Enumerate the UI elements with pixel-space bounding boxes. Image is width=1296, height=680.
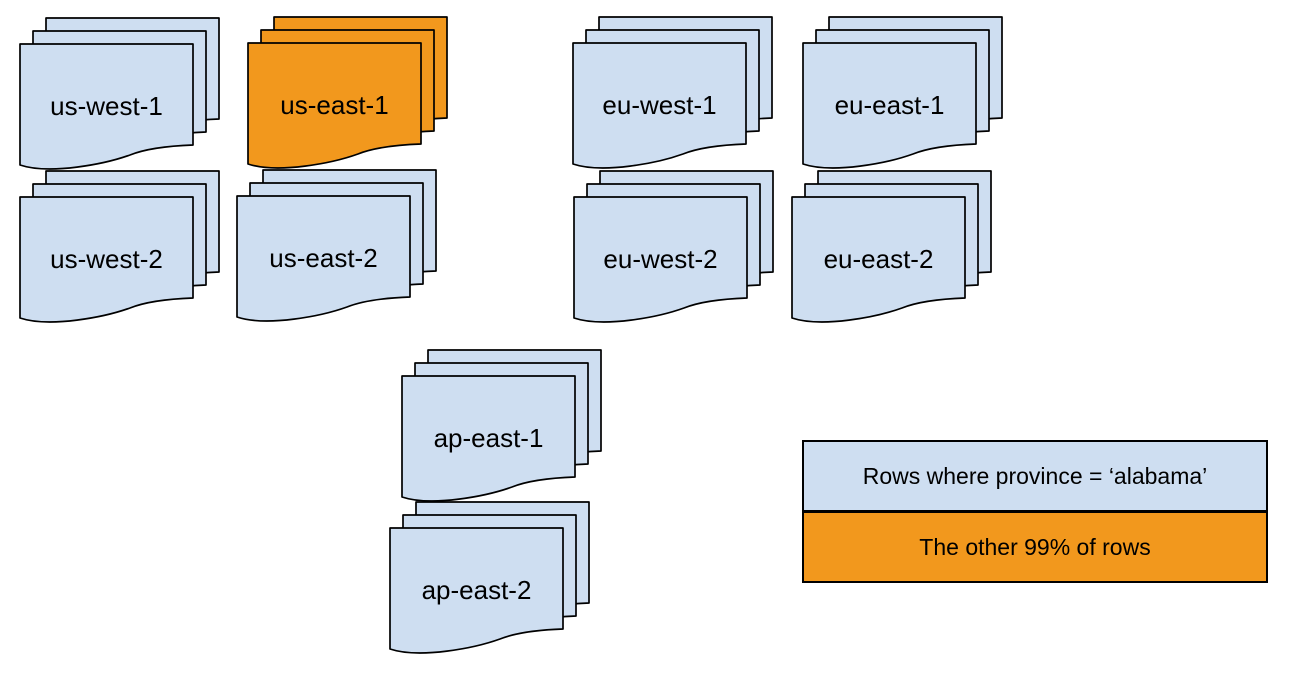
document-stack-icon: [572, 16, 773, 169]
document-shape: [791, 196, 966, 323]
document-shape: [247, 42, 422, 169]
region-label: ap-east-1: [433, 423, 544, 453]
document-stack-icon: [19, 17, 220, 170]
document-shape: [19, 43, 194, 170]
legend-label: Rows where province = ‘alabama’: [862, 462, 1208, 489]
region-stack-eu-west-1: eu-west-1: [571, 15, 776, 175]
document-shape: [389, 527, 564, 654]
document-stack-icon: [791, 170, 992, 323]
region-stack-us-east-1: us-east-1: [246, 15, 451, 175]
document-stack-icon: [19, 170, 220, 323]
region-stack-eu-west-2: eu-west-2: [572, 169, 777, 329]
document-stack-icon: [802, 16, 1003, 169]
document-shape: [572, 42, 747, 169]
legend-row-alabama-rows: Rows where province = ‘alabama’: [804, 442, 1266, 510]
document-stack-icon: [573, 170, 774, 323]
document-shape: [401, 375, 576, 502]
region-label: eu-east-1: [834, 90, 945, 120]
region-label: us-west-1: [50, 91, 163, 121]
document-shape: [802, 42, 977, 169]
document-stack-icon: [401, 349, 602, 502]
region-label: us-east-2: [269, 243, 378, 273]
region-stack-us-west-1: us-west-1: [18, 16, 223, 176]
region-stack-ap-east-1: ap-east-1: [400, 348, 605, 508]
region-label: eu-west-2: [603, 244, 718, 274]
legend-label: The other 99% of rows: [919, 533, 1151, 560]
region-label: us-east-1: [280, 90, 389, 120]
document-shape: [236, 195, 411, 322]
document-stack-icon: [236, 169, 437, 322]
region-stack-eu-east-2: eu-east-2: [790, 169, 995, 329]
region-stack-us-east-2: us-east-2: [235, 168, 440, 328]
region-stack-us-west-2: us-west-2: [18, 169, 223, 329]
region-stack-eu-east-1: eu-east-1: [801, 15, 1006, 175]
document-shape: [573, 196, 748, 323]
region-stack-ap-east-2: ap-east-2: [388, 500, 593, 660]
document-stack-icon: [389, 501, 590, 654]
region-label: eu-east-2: [823, 244, 934, 274]
region-label: ap-east-2: [421, 575, 532, 605]
legend-row-other-rows: The other 99% of rows: [804, 510, 1266, 581]
legend: Rows where province = ‘alabama’ The othe…: [802, 440, 1268, 583]
document-stack-icon: [247, 16, 448, 169]
region-label: eu-west-1: [602, 90, 717, 120]
region-label: us-west-2: [50, 244, 163, 274]
document-shape: [19, 196, 194, 323]
